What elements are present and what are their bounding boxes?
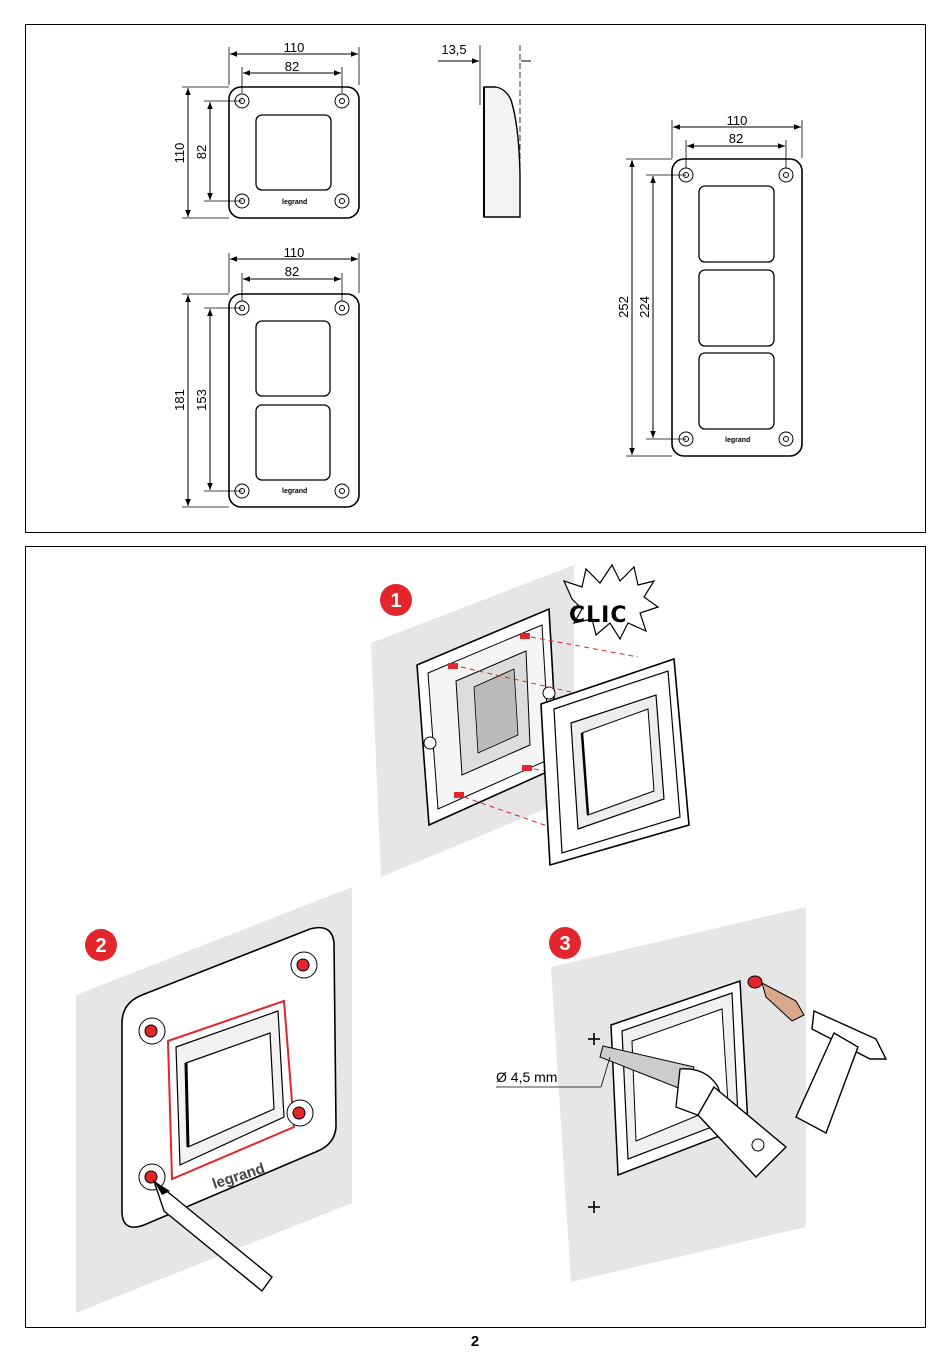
triple-width-inner: 82 <box>729 131 743 146</box>
single-width-inner: 82 <box>285 59 299 74</box>
clic-label: CLIC <box>569 603 628 628</box>
double-width-inner: 82 <box>285 264 299 279</box>
step-1-illustration: 1 CLIC <box>371 563 690 877</box>
triple-height-outer: 252 <box>616 296 631 318</box>
single-frame-brand: legrand <box>282 199 307 206</box>
single-frame-drawing: legrand 110 82 110 82 <box>172 40 360 219</box>
installation-illustrations: 1 CLIC 2 <box>76 563 888 1313</box>
step-3-illustration: 3 Ø 4,5 mm <box>496 907 888 1282</box>
single-height-inner: 82 <box>194 145 209 159</box>
double-frame-drawing: legrand 110 82 181 153 <box>172 245 360 508</box>
triple-frame-drawing: legrand 110 82 252 224 <box>616 113 803 457</box>
triple-frame-brand: legrand <box>725 437 750 444</box>
single-height-outer: 110 <box>172 143 187 164</box>
single-width-outer: 110 <box>284 40 305 55</box>
triple-width-outer: 110 <box>727 113 748 128</box>
step-3-badge <box>549 927 581 959</box>
page-number: 2 <box>470 1333 480 1350</box>
profile-depth: 13,5 <box>441 42 466 57</box>
dimension-drawings: legrand 110 82 110 82 13,5 <box>172 40 803 508</box>
drill-diameter-label: Ø 4,5 mm <box>496 1069 557 1085</box>
triple-height-inner: 224 <box>637 296 652 318</box>
double-width-outer: 110 <box>284 245 305 260</box>
clic-burst <box>562 563 660 641</box>
step-1-number: 1 <box>390 590 401 612</box>
step-1-badge <box>380 584 412 616</box>
double-frame-brand: legrand <box>282 488 307 495</box>
step-2-badge <box>85 929 117 961</box>
installation-steps-panel: 1 CLIC 2 <box>25 546 926 1328</box>
step-3-number: 3 <box>559 933 570 955</box>
step-2-number: 2 <box>95 935 106 957</box>
double-height-outer: 181 <box>172 389 187 411</box>
step-2-illustration: 2 legrand <box>76 887 352 1313</box>
double-height-inner: 153 <box>194 389 209 411</box>
dimensions-panel: legrand 110 82 110 82 13,5 <box>25 24 926 533</box>
side-profile-drawing: 13,5 <box>438 42 531 218</box>
